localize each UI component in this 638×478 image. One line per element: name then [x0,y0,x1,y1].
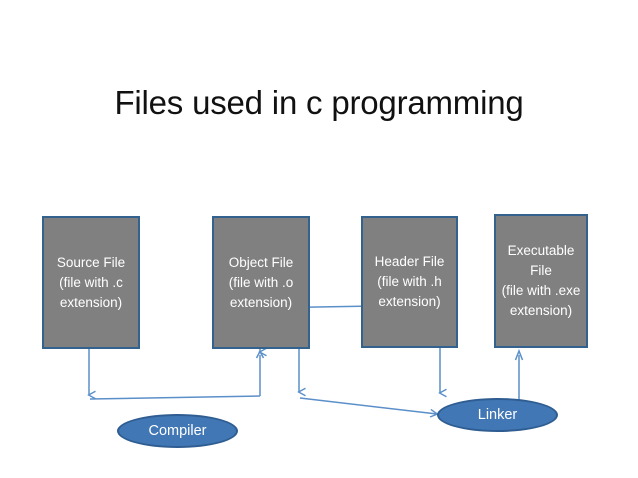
box-object-file[interactable]: Object File (file with .o extension) [212,216,310,349]
box-source-file-label: Source File (file with .c extension) [56,254,126,310]
box-header-file-label: Header File (file with .h extension) [374,254,445,309]
ellipse-compiler[interactable]: Compiler [117,414,238,448]
box-executable-file-label: Executable File (file with .exe extensio… [501,243,581,318]
ellipse-linker-label: Linker [477,407,518,423]
ellipse-compiler-label: Compiler [148,423,207,439]
page-title: Files used in c programming [114,84,524,121]
box-executable-file[interactable]: Executable File (file with .exe extensio… [494,214,588,348]
ellipse-linker[interactable]: Linker [437,398,558,432]
box-source-file[interactable]: Source File (file with .c extension) [42,216,140,349]
box-object-file-label: Object File (file with .o extension) [228,254,294,310]
box-header-file[interactable]: Header File (file with .h extension) [361,216,458,348]
connector-object-to-linker [297,349,439,418]
